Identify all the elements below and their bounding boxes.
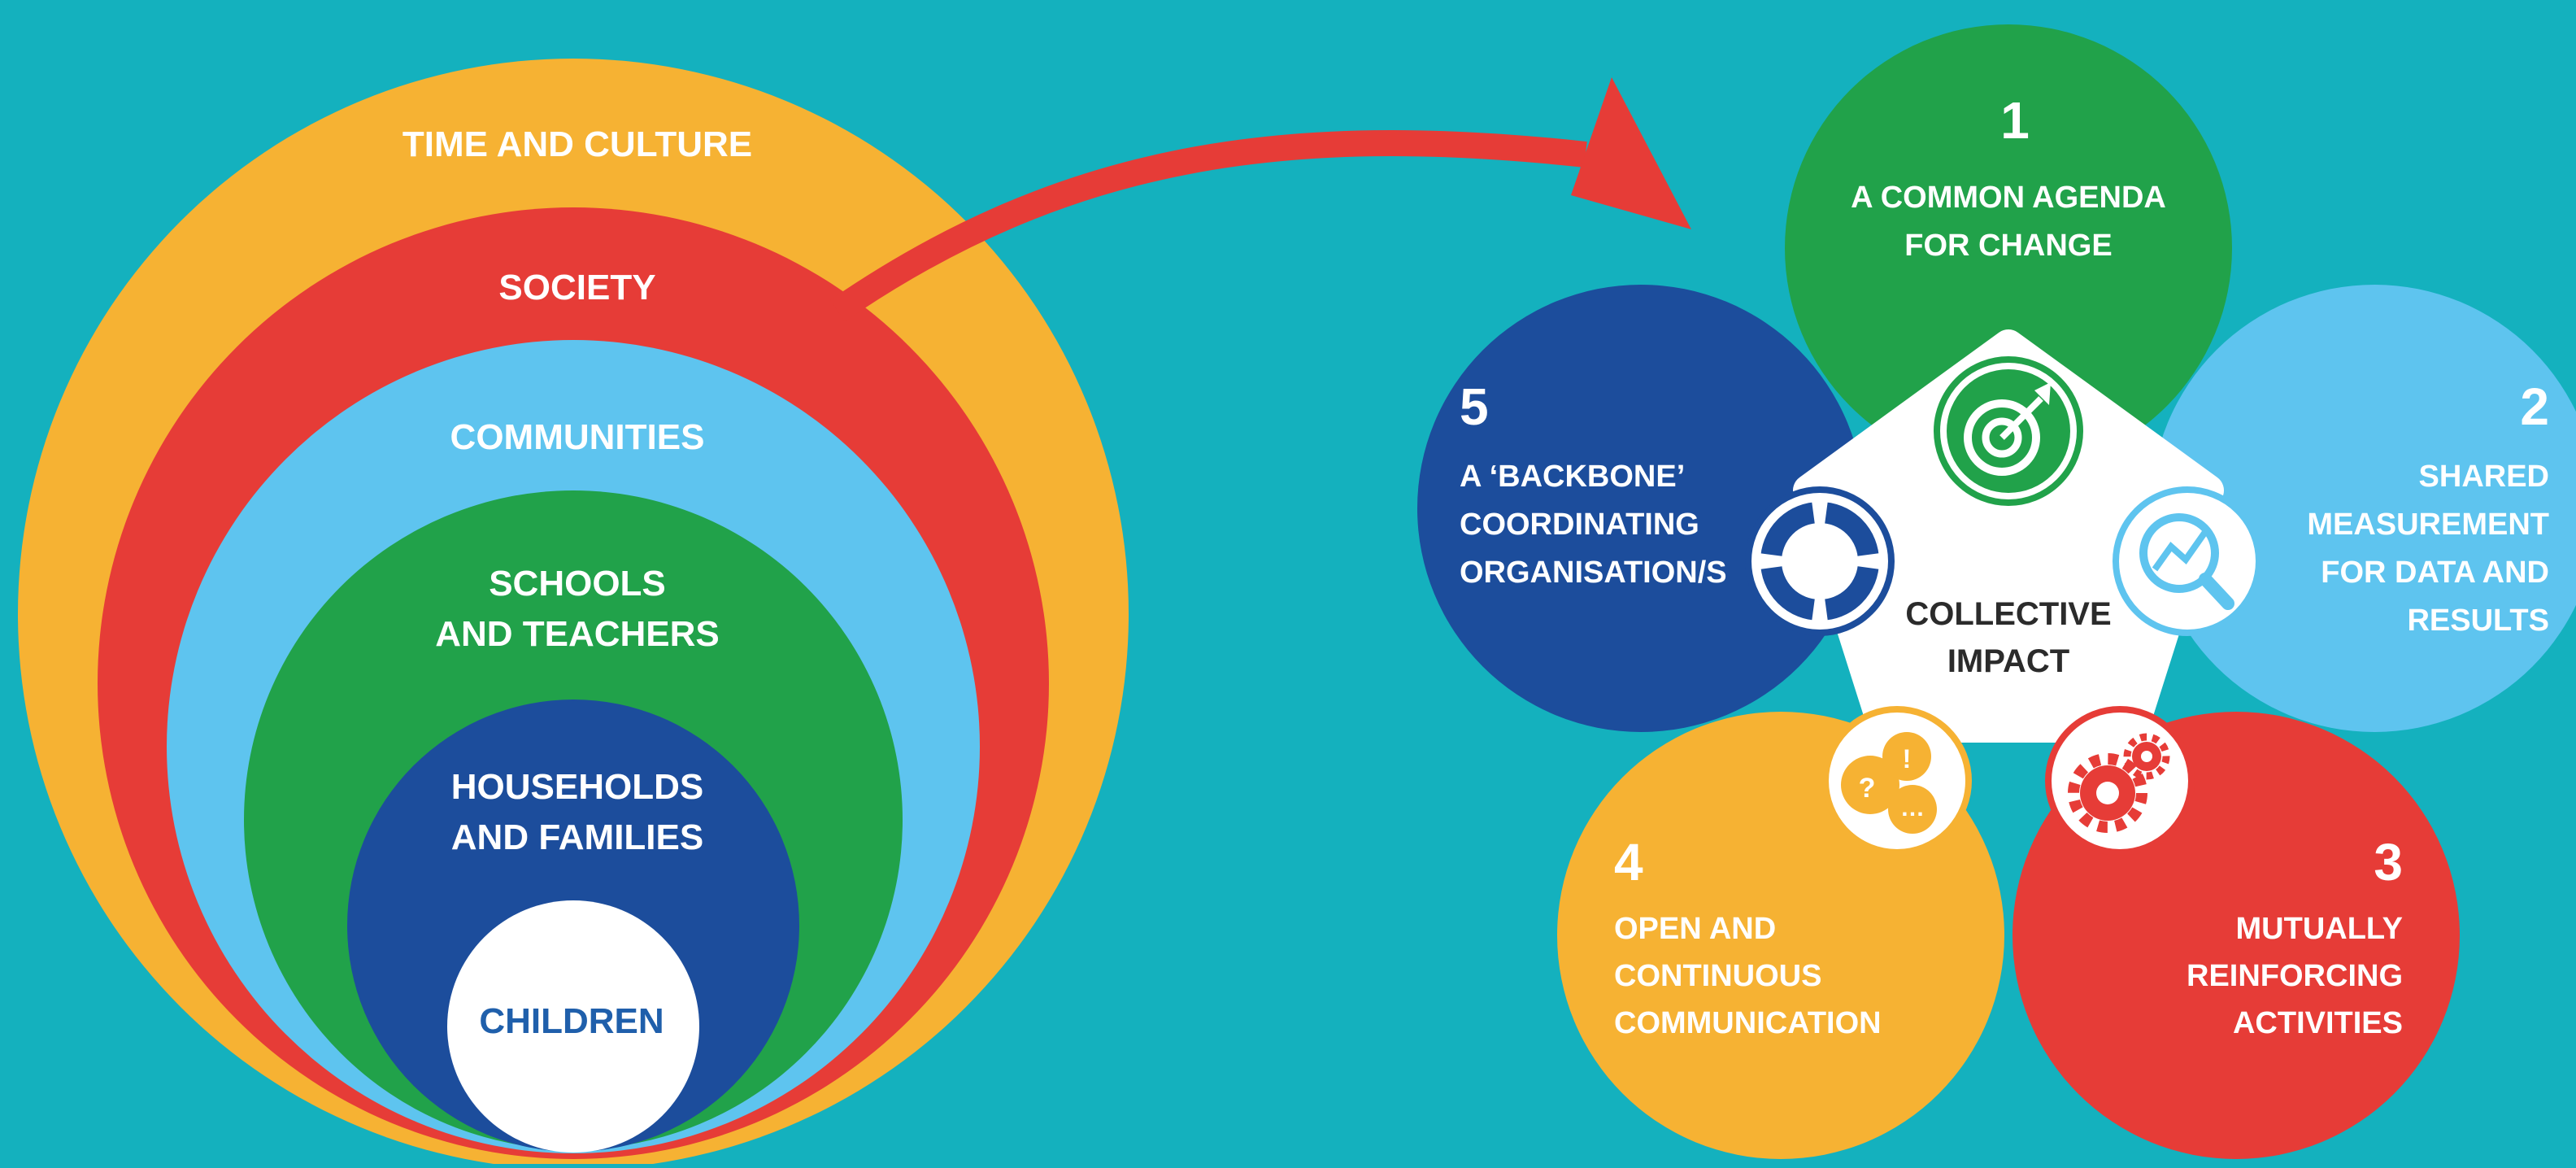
speech-bubbles-icon: ? ! …: [1822, 706, 1972, 856]
petal-4-line1: OPEN AND: [1614, 912, 1776, 946]
petal-3-line2: REINFORCING: [2187, 959, 2403, 993]
petal-5-line1: A ‘BACKBONE’: [1460, 460, 1685, 494]
petal-1-line2: FOR CHANGE: [1904, 229, 2112, 263]
petal-4-line3: COMMUNICATION: [1614, 1006, 1882, 1040]
petal-2-line1: SHARED: [2419, 460, 2549, 494]
chart-magnifier-icon: [2113, 486, 2262, 636]
collective-impact-model: COLLECTIVE IMPACT: [1417, 24, 2576, 1159]
petal-1-circle: [1785, 24, 2232, 472]
collective-impact-pentagon: [1793, 329, 2224, 743]
ecological-model: TIME AND CULTURE SOCIETY COMMUNITIES SCH…: [18, 59, 1129, 1168]
ring-children: [447, 900, 699, 1153]
gears-icon: [2045, 706, 2195, 856]
petal-2-line3: FOR DATA AND: [2321, 556, 2549, 590]
connector-arrow: [829, 77, 1691, 322]
petal-1-line1: A COMMON AGENDA: [1851, 181, 2166, 215]
ring-label-children: CHILDREN: [479, 1001, 664, 1041]
ring-label-communities: COMMUNITIES: [450, 417, 705, 457]
petal-5-number: 5: [1460, 377, 1489, 436]
svg-text:!: !: [1903, 744, 1912, 774]
ring-label-society: SOCIETY: [498, 268, 655, 307]
svg-text:?: ?: [1859, 773, 1876, 804]
svg-text:…: …: [1900, 795, 1925, 822]
target-icon: [1934, 356, 2083, 506]
petal-2-number: 2: [2520, 377, 2549, 436]
ring-label-schools-line1: SCHOOLS: [489, 564, 666, 604]
petal-4-number: 4: [1614, 833, 1643, 891]
petal-2-circle: [2151, 285, 2576, 732]
center-label-line2: IMPACT: [1947, 643, 2069, 679]
ring-label-schools-line2: AND TEACHERS: [435, 614, 720, 654]
petal-3-number: 3: [2374, 833, 2403, 891]
petal-4-line2: CONTINUOUS: [1614, 959, 1821, 993]
petal-5-circle: [1417, 285, 1865, 732]
ring-label-households-line1: HOUSEHOLDS: [451, 767, 703, 807]
petal-1-number: 1: [2000, 91, 2030, 150]
petal-5-line3: ORGANISATION/S: [1460, 556, 1727, 590]
ring-label-time-and-culture: TIME AND CULTURE: [402, 124, 752, 164]
petal-5-line2: COORDINATING: [1460, 508, 1699, 542]
center-label-line1: COLLECTIVE: [1905, 596, 2111, 632]
lifebuoy-icon: [1745, 486, 1895, 636]
petal-2-line2: MEASUREMENT: [2307, 508, 2549, 542]
ring-label-households-line2: AND FAMILIES: [451, 817, 703, 857]
petal-3-line1: MUTUALLY: [2236, 912, 2403, 946]
petal-3-line3: ACTIVITIES: [2233, 1006, 2403, 1040]
petal-2-line4: RESULTS: [2407, 604, 2549, 638]
